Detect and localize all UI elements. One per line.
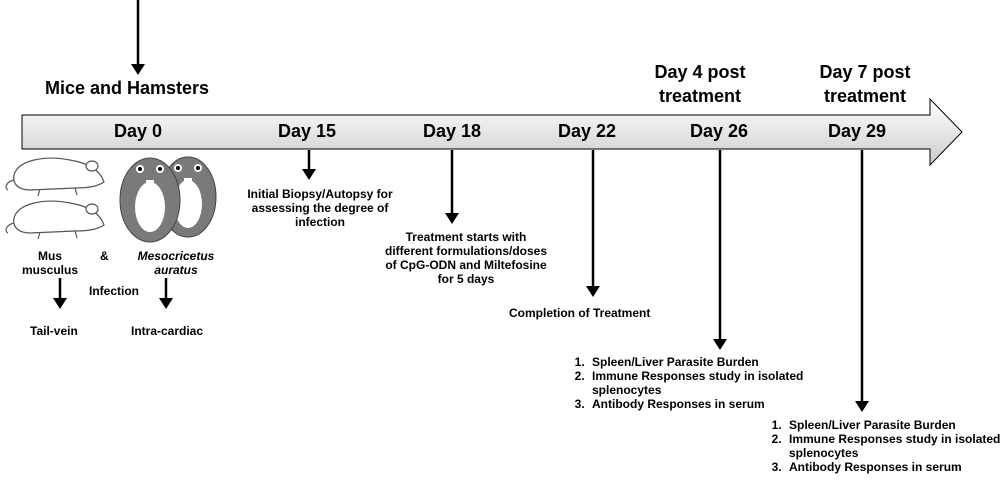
day29-outcomes: Spleen/Liver Parasite Burden Immune Resp… (765, 418, 1001, 474)
day-label-18: Day 18 (422, 121, 482, 141)
day26-outcome-1: Spleen/Liver Parasite Burden (588, 355, 813, 369)
day29-outcome-3: Antibody Responses in serum (785, 460, 1001, 474)
day15-event-text: Initial Biopsy/Autopsy for assessing the… (247, 187, 393, 229)
intra-cardiac-label: Intra-cardiac (131, 324, 204, 338)
day26-outcome-3: Antibody Responses in serum (588, 397, 813, 411)
day-label-15: Day 15 (277, 121, 337, 141)
hamster-icon-2 (119, 157, 181, 243)
day-label-26: Day 26 (689, 121, 749, 141)
day26-outcomes: Spleen/Liver Parasite Burden Immune Resp… (568, 355, 813, 411)
day18-event-text: Treatment starts with different formulat… (384, 230, 548, 286)
day7-title: Day 7 post treatment (819, 62, 911, 106)
day-label-29: Day 29 (827, 121, 887, 141)
day4-title: Day 4 post treatment (654, 62, 746, 106)
day29-outcome-2: Immune Responses study in isolated splen… (785, 432, 1001, 460)
day22-event-text: Completion of Treatment (509, 306, 651, 320)
timeline-arrow (21, 97, 963, 167)
day-label-0: Day 0 (113, 121, 163, 141)
infection-label: Infection (89, 284, 139, 298)
day29-outcome-1: Spleen/Liver Parasite Burden (785, 418, 1001, 432)
ampersand-label: & (100, 249, 109, 263)
day-label-22: Day 22 (557, 121, 617, 141)
mouse-icon-2 (5, 200, 105, 240)
animals-title: Mice and Hamsters (45, 78, 210, 98)
mouse-icon (5, 157, 105, 197)
tail-vein-label: Tail-vein (30, 324, 78, 338)
day26-outcome-2: Immune Responses study in isolated splen… (588, 369, 813, 397)
